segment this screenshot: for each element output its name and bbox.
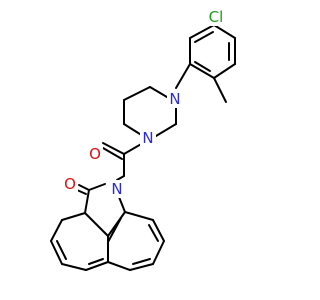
amide-oxygen-label: O <box>89 145 101 163</box>
bond <box>189 63 215 79</box>
bond <box>107 261 131 271</box>
bond <box>102 142 125 155</box>
bond <box>56 240 67 260</box>
bond <box>78 184 90 191</box>
bond <box>152 219 165 242</box>
bond <box>50 219 63 242</box>
bond <box>107 211 126 237</box>
bond <box>84 189 90 214</box>
n3-label-bg <box>109 180 125 198</box>
piperazine-nitrogen-bottom-label: N <box>142 129 153 147</box>
bond <box>85 261 109 271</box>
atom-labels: Cl N N O O N <box>62 8 230 198</box>
lactam-oxygen-label: O <box>64 175 76 193</box>
piperazine-ring <box>123 86 177 137</box>
n1-label-bg <box>167 90 183 108</box>
lactam-ring <box>76 183 126 237</box>
bond <box>213 77 227 103</box>
bond <box>88 183 106 191</box>
piperazine-nitrogen-top-label: N <box>169 90 180 108</box>
bond <box>189 24 215 39</box>
bond <box>123 86 151 101</box>
bond <box>116 175 125 181</box>
bond <box>107 217 122 243</box>
bond <box>175 63 191 89</box>
bond <box>84 212 109 237</box>
bond <box>124 211 154 221</box>
bond <box>76 189 87 195</box>
o2-label-bg <box>62 175 78 193</box>
bond <box>132 258 151 265</box>
chlorotolyl-ring <box>175 19 236 103</box>
chlorine-label: Cl <box>209 8 224 26</box>
bond <box>123 123 144 137</box>
bond <box>88 258 104 265</box>
acetyl-linker <box>102 142 144 181</box>
bond <box>129 263 154 271</box>
bond <box>194 31 214 43</box>
bond <box>102 147 123 160</box>
bond <box>213 63 236 79</box>
lactam-nitrogen-label: N <box>111 180 122 198</box>
bond <box>61 263 87 271</box>
bond <box>50 240 63 265</box>
n2-label-bg <box>140 129 156 147</box>
bond <box>152 240 165 265</box>
bond <box>213 24 236 39</box>
cl-label-bg <box>202 8 230 26</box>
molecule-structure: Cl N N O O N <box>50 8 236 271</box>
bond <box>194 61 211 72</box>
naphthalene-rings <box>50 211 165 271</box>
o1-label-bg <box>87 145 103 163</box>
bond <box>61 212 86 221</box>
bond <box>155 123 177 137</box>
bond <box>148 224 159 242</box>
bond <box>123 142 144 155</box>
